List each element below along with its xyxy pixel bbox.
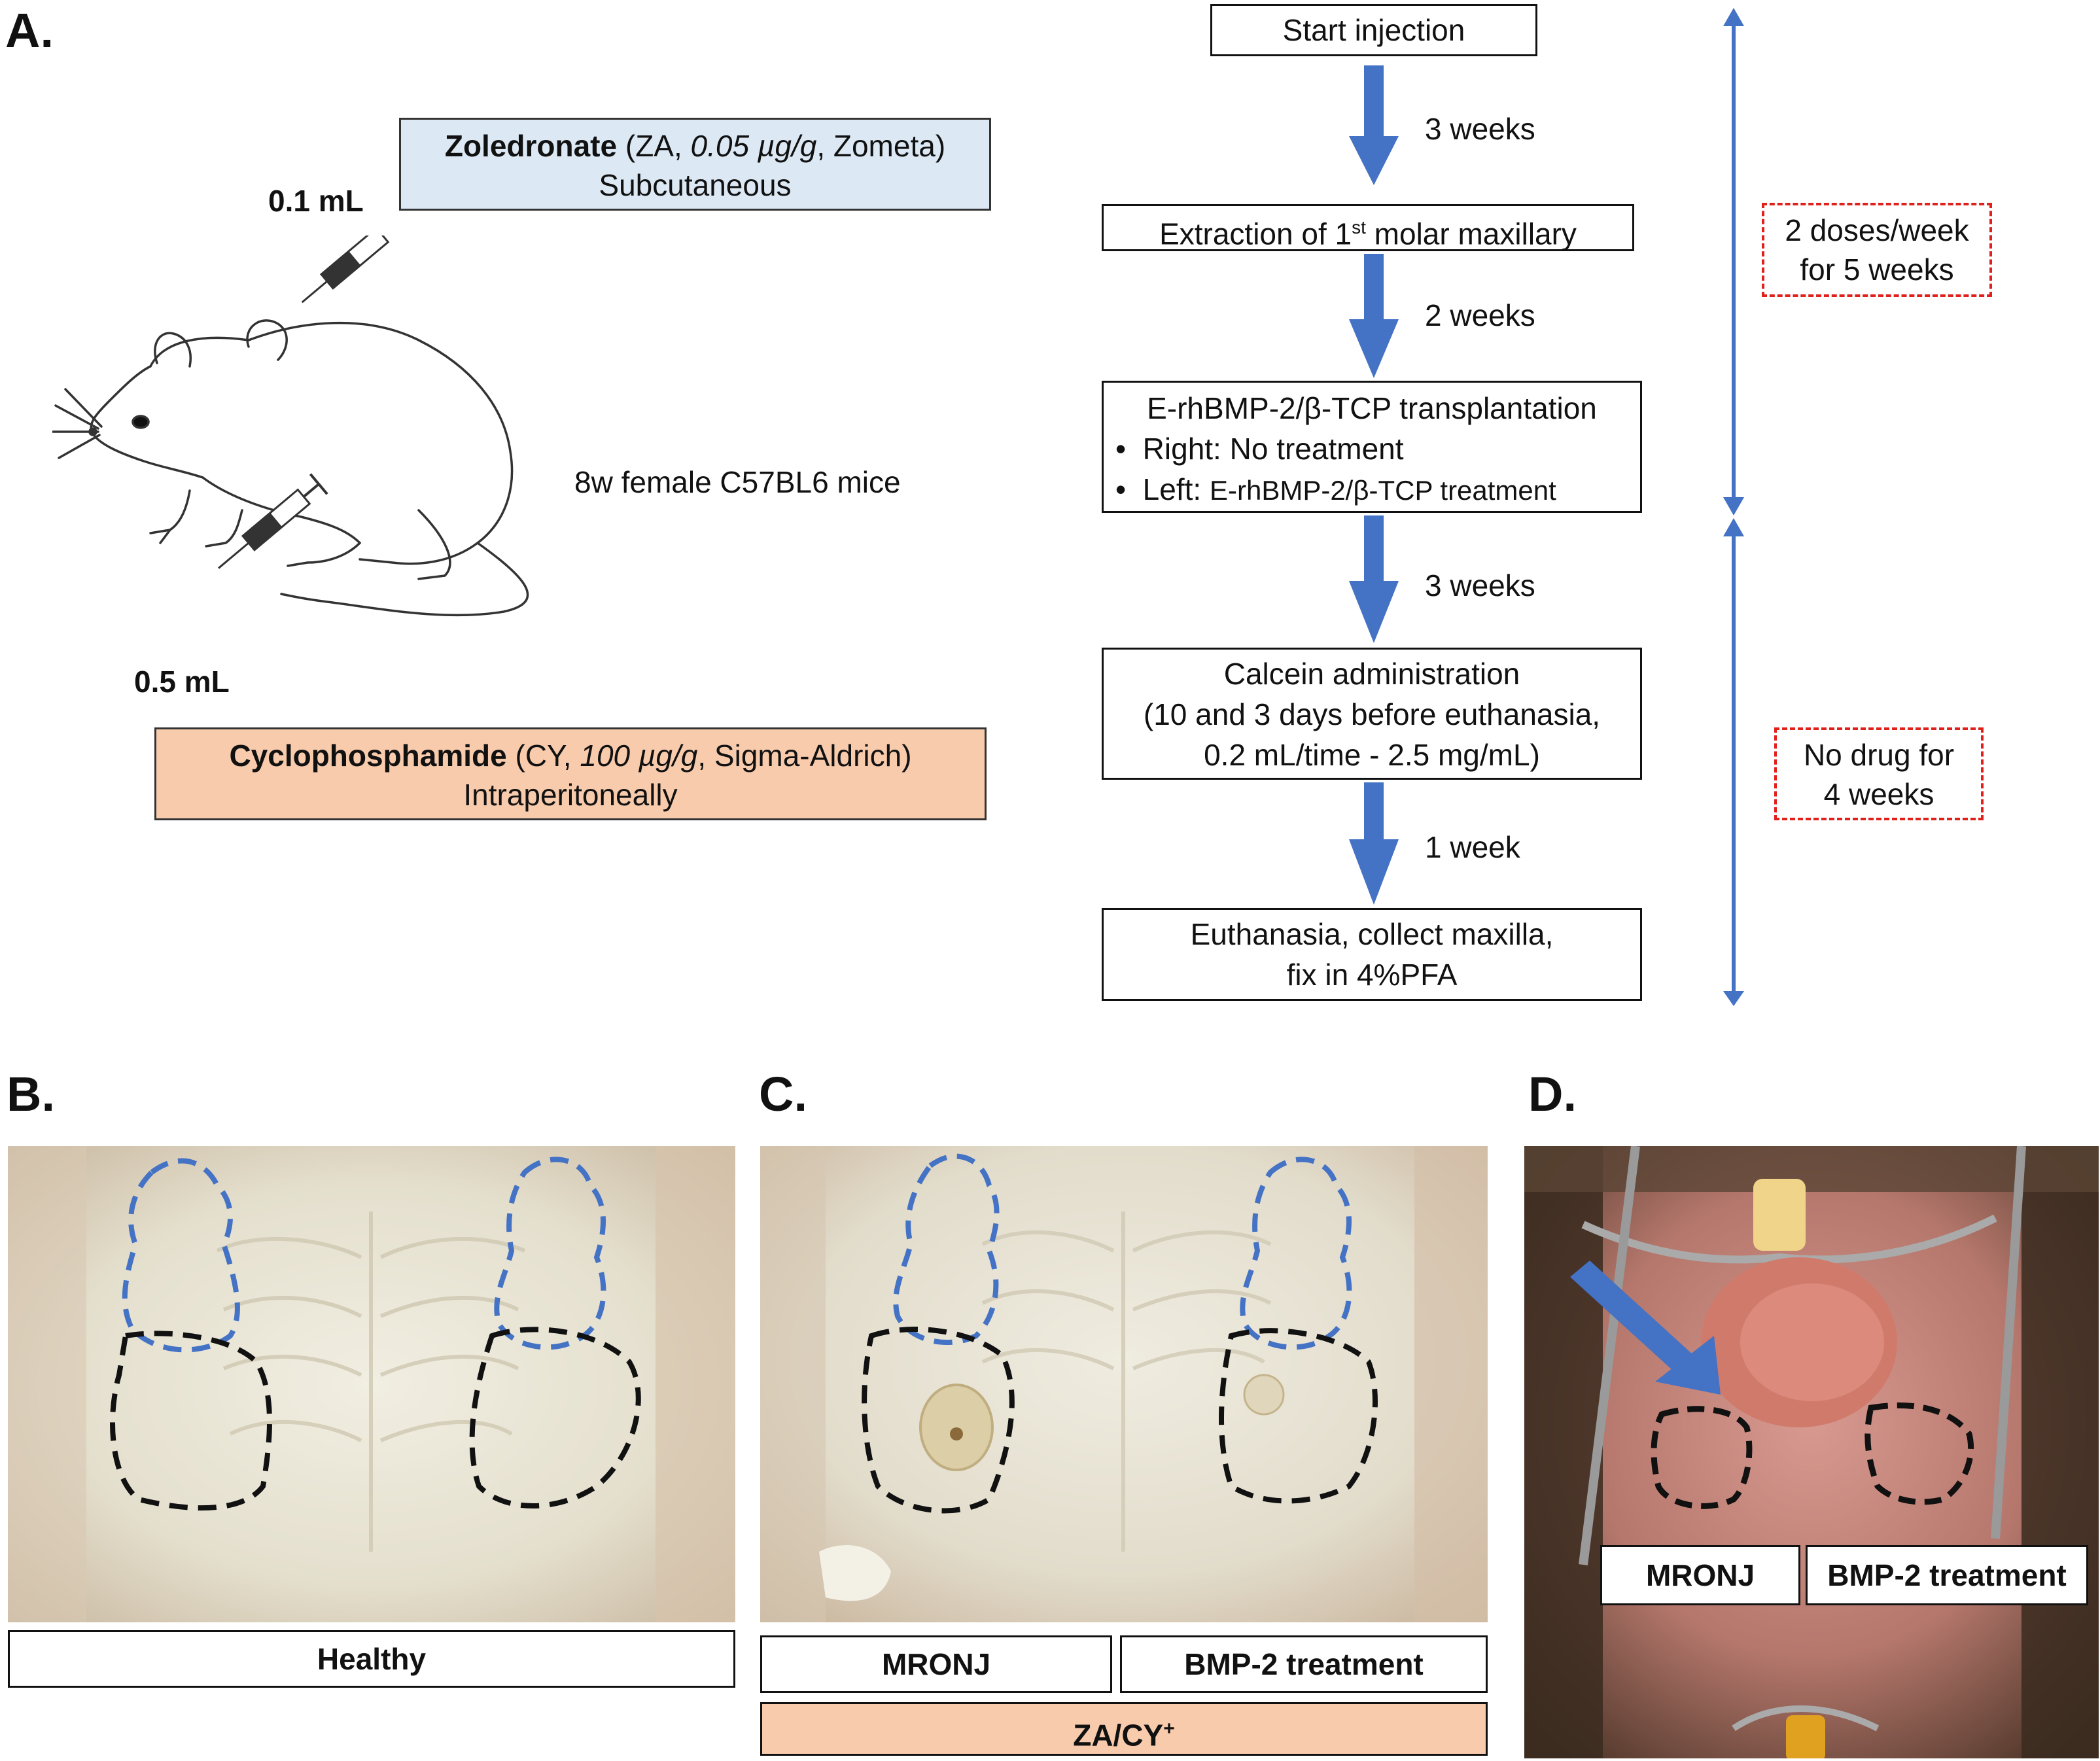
za-detail-post: , Zometa) xyxy=(816,129,946,163)
d-mronj-outline xyxy=(1651,1406,1753,1509)
step4-line2: (10 and 3 days before euthanasia, xyxy=(1143,697,1601,731)
mouse-illustration xyxy=(52,235,529,617)
cy-detail-post: , Sigma-Aldrich) xyxy=(697,739,912,773)
dose-top-label: 0.1 mL xyxy=(268,184,364,218)
step3-bullet-right: • Right: No treatment xyxy=(1115,432,1404,466)
za-route: Subcutaneous xyxy=(599,168,792,202)
healthy-palate-photo xyxy=(8,1146,735,1622)
syringe-bottom-icon xyxy=(218,473,328,569)
nodrug-line1: No drug for xyxy=(1803,738,1955,772)
b-left-extraction-outline xyxy=(110,1331,272,1511)
down-arrow-2-icon xyxy=(1349,254,1399,378)
step2-pre: Extraction of 1 xyxy=(1159,217,1352,251)
cyclophosphamide-box: Cyclophosphamide (CY, 100 µg/g, Sigma-Al… xyxy=(154,727,987,820)
c-bmp-outline xyxy=(1219,1328,1378,1504)
c-mronj-outline xyxy=(862,1327,1015,1514)
down-arrow-3-icon xyxy=(1349,515,1399,643)
step-calcein: Calcein administration (10 and 3 days be… xyxy=(1102,648,1642,780)
label-za-cy-group: ZA/CY+ xyxy=(760,1702,1488,1756)
label-d-mronj: MRONJ xyxy=(1600,1545,1800,1605)
cy-route: Intraperitoneally xyxy=(463,778,678,812)
panel-d-letter: D. xyxy=(1528,1067,1577,1121)
phase-arrows xyxy=(1723,8,1744,1006)
b-right-extraction-outline xyxy=(469,1327,641,1508)
za-dose: 0.05 µg/g xyxy=(690,129,817,163)
panel-b-letter: B. xyxy=(7,1067,55,1121)
step3-title: E-rhBMP-2/β-TCP transplantation xyxy=(1147,391,1597,425)
dosing-line1: 2 doses/week xyxy=(1785,213,1969,247)
step2-sup: st xyxy=(1352,217,1366,237)
cy-detail-pre: (CY, xyxy=(506,739,580,773)
c-right-molar-outline xyxy=(1240,1157,1352,1350)
nodrug-note: No drug for 4 weeks xyxy=(1774,727,1984,820)
step4-line3: 0.2 mL/time - 2.5 mg/mL) xyxy=(1204,738,1540,772)
syringe-top-icon xyxy=(301,235,398,304)
b-left-molar-outline xyxy=(122,1158,240,1353)
panel-c-letter: C. xyxy=(759,1067,807,1121)
interval-1: 3 weeks xyxy=(1425,112,1535,146)
step2-post: molar maxillary xyxy=(1365,217,1577,251)
label-healthy: Healthy xyxy=(8,1630,735,1688)
dose-bottom-label: 0.5 mL xyxy=(134,665,230,699)
step3-bullet-left: • Left: E-rhBMP-2/β-TCP treatment xyxy=(1115,472,1556,506)
mronj-pointer-arrow-icon xyxy=(1570,1261,1721,1395)
step-transplantation: E-rhBMP-2/β-TCP transplantation • Right:… xyxy=(1102,381,1642,513)
cy-dose: 100 µg/g xyxy=(580,739,698,773)
nodrug-line2: 4 weeks xyxy=(1823,777,1934,811)
down-arrow-4-icon xyxy=(1349,782,1399,905)
c-left-molar-outline xyxy=(893,1153,1000,1345)
step-extraction: Extraction of 1st molar maxillary xyxy=(1102,204,1634,251)
cy-name: Cyclophosphamide xyxy=(229,739,507,773)
group-text: ZA/CY xyxy=(1073,1718,1164,1752)
dosing-note: 2 doses/week for 5 weeks xyxy=(1762,203,1992,297)
step3-bullet1-text: Right: No treatment xyxy=(1142,432,1404,466)
zoledronate-box: Zoledronate (ZA, 0.05 µg/g, Zometa) Subc… xyxy=(399,118,991,211)
mronj-palate-photo xyxy=(760,1146,1488,1622)
mouse-label: 8w female C57BL6 mice xyxy=(574,465,901,499)
incisor-top xyxy=(1753,1179,1806,1251)
za-detail-pre: (ZA, xyxy=(617,129,691,163)
label-c-mronj: MRONJ xyxy=(760,1635,1112,1693)
step5-line1: Euthanasia, collect maxilla, xyxy=(1190,917,1554,951)
timeline-arrows xyxy=(1349,65,1399,905)
down-arrow-1-icon xyxy=(1349,65,1399,185)
za-name: Zoledronate xyxy=(444,129,618,163)
interval-3: 3 weeks xyxy=(1425,568,1535,602)
step3-bullet2-post: E-rhBMP-2/β-TCP treatment xyxy=(1209,475,1556,506)
panel-a-letter: A. xyxy=(5,3,54,58)
mronj-intraoral-photo xyxy=(1524,1146,2099,1758)
step3-bullet2-pre: Left: xyxy=(1142,472,1210,506)
interval-4: 1 week xyxy=(1425,830,1520,864)
step4-line1: Calcein administration xyxy=(1223,657,1520,691)
step-start-injection: Start injection xyxy=(1210,4,1537,56)
d-bmp-outline xyxy=(1864,1402,1974,1505)
interval-2: 2 weeks xyxy=(1425,298,1535,332)
label-c-bmp: BMP-2 treatment xyxy=(1120,1635,1488,1693)
label-d-bmp: BMP-2 treatment xyxy=(1806,1545,2088,1605)
group-sup: + xyxy=(1163,1718,1175,1739)
dosing-line2: for 5 weeks xyxy=(1800,253,1954,287)
step5-line2: fix in 4%PFA xyxy=(1286,958,1458,992)
step-euthanasia: Euthanasia, collect maxilla, fix in 4%PF… xyxy=(1102,908,1642,1001)
